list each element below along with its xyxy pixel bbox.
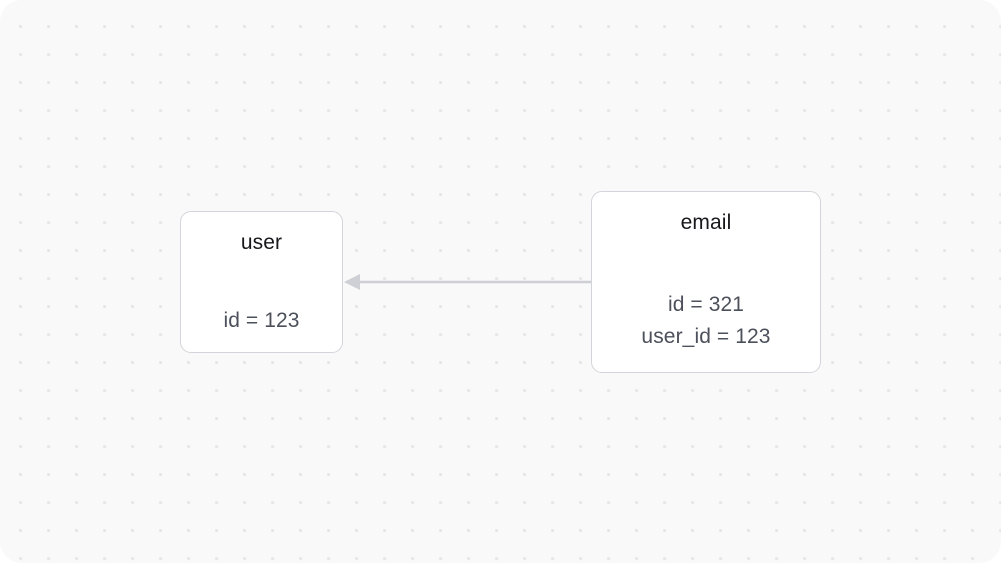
arrowhead-icon (344, 274, 360, 290)
node-email-field-id: id = 321 (667, 293, 745, 316)
node-email-title: email (680, 211, 732, 234)
node-email-fields: id = 321 user_id = 123 (641, 290, 770, 352)
node-user-field-id: id = 123 (223, 309, 300, 332)
node-user-title: user (240, 231, 283, 254)
edge-email-to-user[interactable] (344, 274, 591, 290)
node-user-fields: id = 123 (223, 306, 299, 336)
node-email[interactable]: email id = 321 user_id = 123 (591, 191, 821, 373)
node-email-field-user-id: user_id = 123 (641, 325, 771, 348)
node-user[interactable]: user id = 123 (180, 211, 343, 353)
